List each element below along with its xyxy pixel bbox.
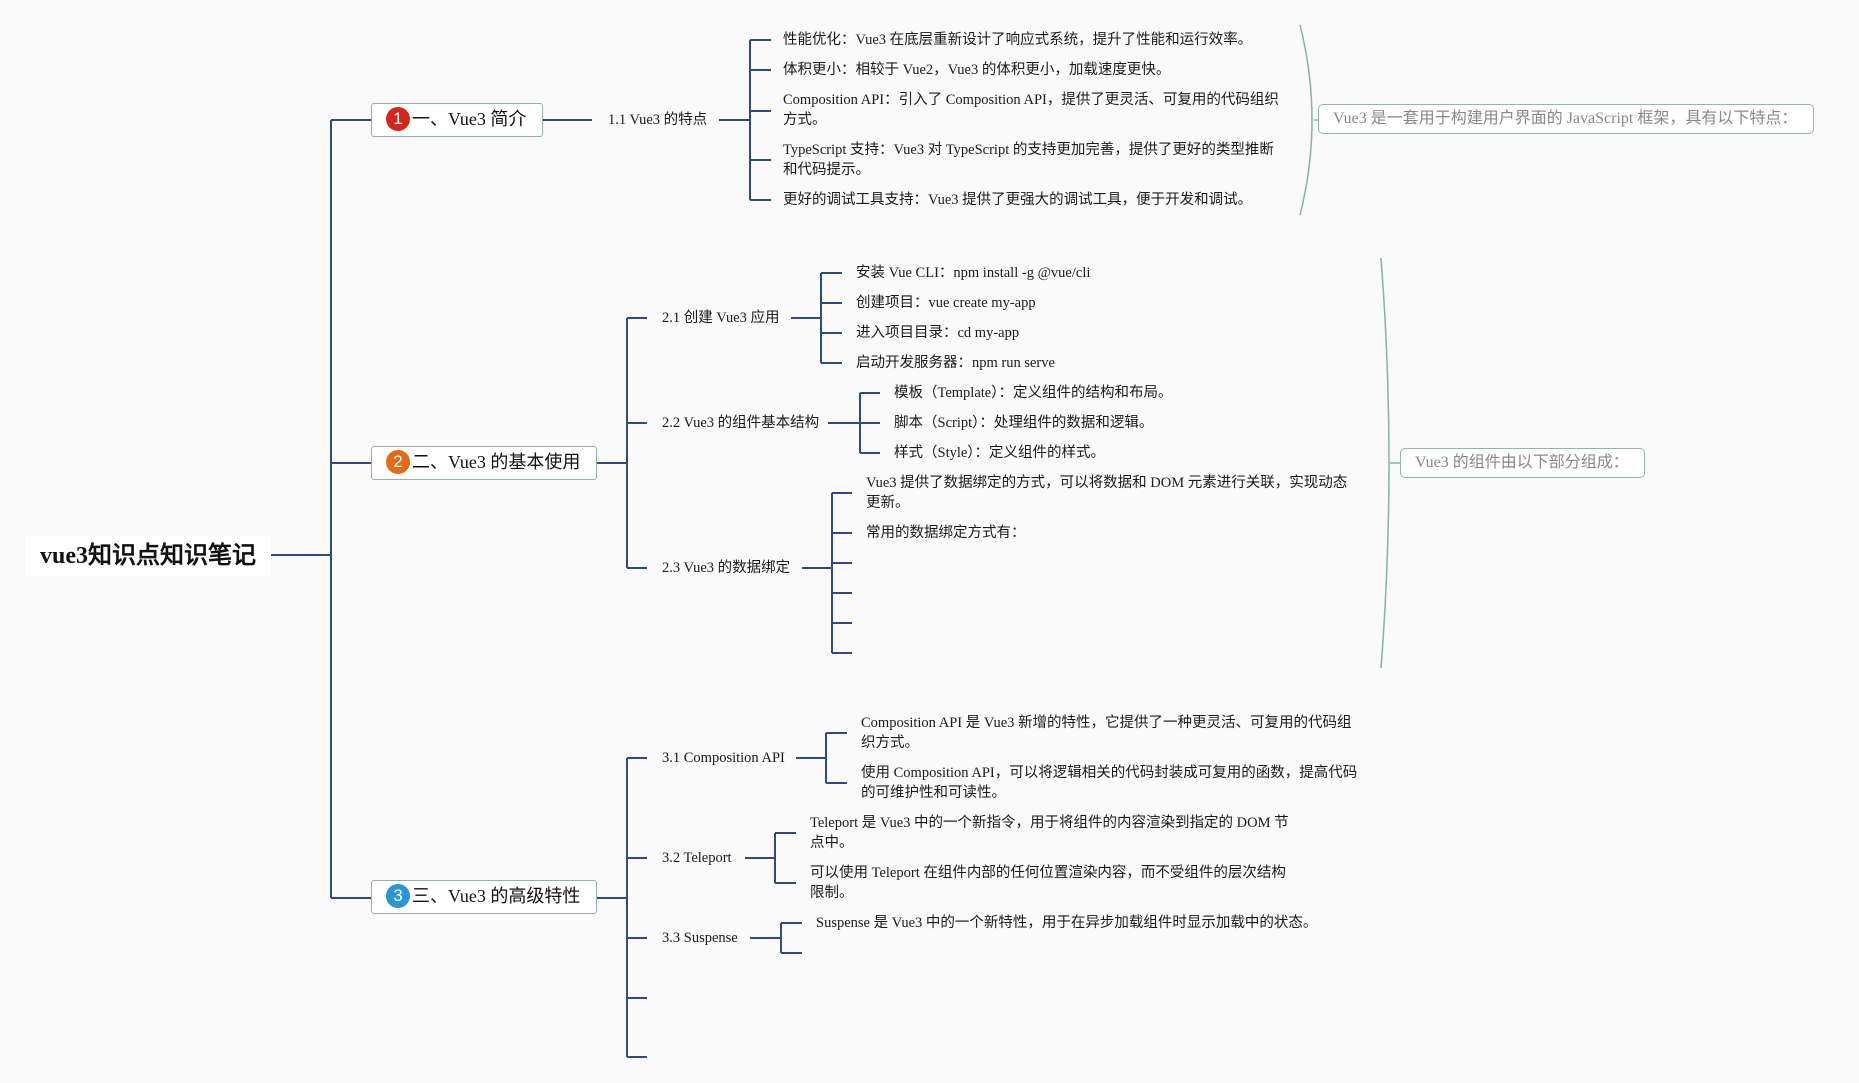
subtopic-2-1[interactable]: 2.1 创建 Vue3 应用	[662, 310, 780, 326]
summary-note[interactable]: Vue3 的组件由以下部分组成：	[1400, 448, 1645, 478]
subtopic-3-2[interactable]: 3.2 Teleport	[662, 850, 732, 866]
topic-title: 三、Vue3 的高级特性	[412, 886, 581, 906]
leaf-item[interactable]: 脚本（Script）：处理组件的数据和逻辑。	[894, 415, 1154, 431]
subtopic-2-3[interactable]: 2.3 Vue3 的数据绑定	[662, 560, 791, 576]
topic-title: 一、Vue3 简介	[412, 109, 527, 129]
number-2-icon: 2	[386, 449, 410, 474]
leaf-item[interactable]: 安装 Vue CLI：npm install -g @vue/cli	[856, 265, 1091, 281]
leaf-item[interactable]: Vue3 提供了数据绑定的方式，可以将数据和 DOM 元素进行关联，实现动态更新…	[866, 475, 1348, 511]
number-1-icon: 1	[386, 106, 410, 131]
leaf-item[interactable]: 更好的调试工具支持：Vue3 提供了更强大的调试工具，便于开发和调试。	[783, 192, 1253, 208]
leaf-item[interactable]: 使用 Composition API，可以将逻辑相关的代码封装成可复用的函数，提…	[861, 765, 1358, 801]
number-3-icon: 3	[386, 883, 410, 908]
subtopic-3-1[interactable]: 3.1 Composition API	[662, 750, 785, 766]
leaf-item[interactable]: 模板（Template）：定义组件的结构和布局。	[894, 385, 1173, 401]
leaf-item[interactable]: 体积更小：相较于 Vue2，Vue3 的体积更小，加载速度更快。	[783, 62, 1171, 78]
leaf-item[interactable]: 创建项目：vue create my-app	[856, 295, 1036, 311]
leaf-item[interactable]: 启动开发服务器：npm run serve	[856, 355, 1055, 371]
leaf-item[interactable]: Suspense 是 Vue3 中的一个新特性，用于在异步加载组件时显示加载中的…	[816, 915, 1318, 931]
leaf-item[interactable]: 可以使用 Teleport 在组件内部的任何位置渲染内容，而不受组件的层次结构限…	[810, 865, 1286, 901]
subtopic-1-1[interactable]: 1.1 Vue3 的特点	[608, 112, 708, 128]
subtopic-2-2[interactable]: 2.2 Vue3 的组件基本结构	[662, 415, 820, 431]
leaf-item[interactable]: Composition API：引入了 Composition API，提供了更…	[783, 92, 1279, 128]
leaf-item[interactable]: 样式（Style）：定义组件的样式。	[894, 445, 1106, 461]
root-title: vue3知识点知识笔记	[40, 543, 256, 569]
topic-title: 二、Vue3 的基本使用	[412, 452, 581, 472]
leaf-item[interactable]: TypeScript 支持：Vue3 对 TypeScript 的支持更加完善，…	[783, 142, 1274, 178]
root-node[interactable]: vue3知识点知识笔记	[25, 536, 271, 576]
leaf-item[interactable]: 进入项目目录：cd my-app	[856, 325, 1020, 341]
leaf-item[interactable]: Composition API 是 Vue3 新增的特性，它提供了一种更灵活、可…	[861, 715, 1352, 751]
leaf-item[interactable]: 性能优化：Vue3 在底层重新设计了响应式系统，提升了性能和运行效率。	[783, 32, 1253, 48]
leaf-item[interactable]: 常用的数据绑定方式有：	[866, 525, 1026, 541]
subtopic-3-3[interactable]: 3.3 Suspense	[662, 930, 738, 946]
summary-note[interactable]: Vue3 是一套用于构建用户界面的 JavaScript 框架，具有以下特点：	[1318, 104, 1814, 134]
leaf-item[interactable]: Teleport 是 Vue3 中的一个新指令，用于将组件的内容渲染到指定的 D…	[810, 815, 1289, 851]
